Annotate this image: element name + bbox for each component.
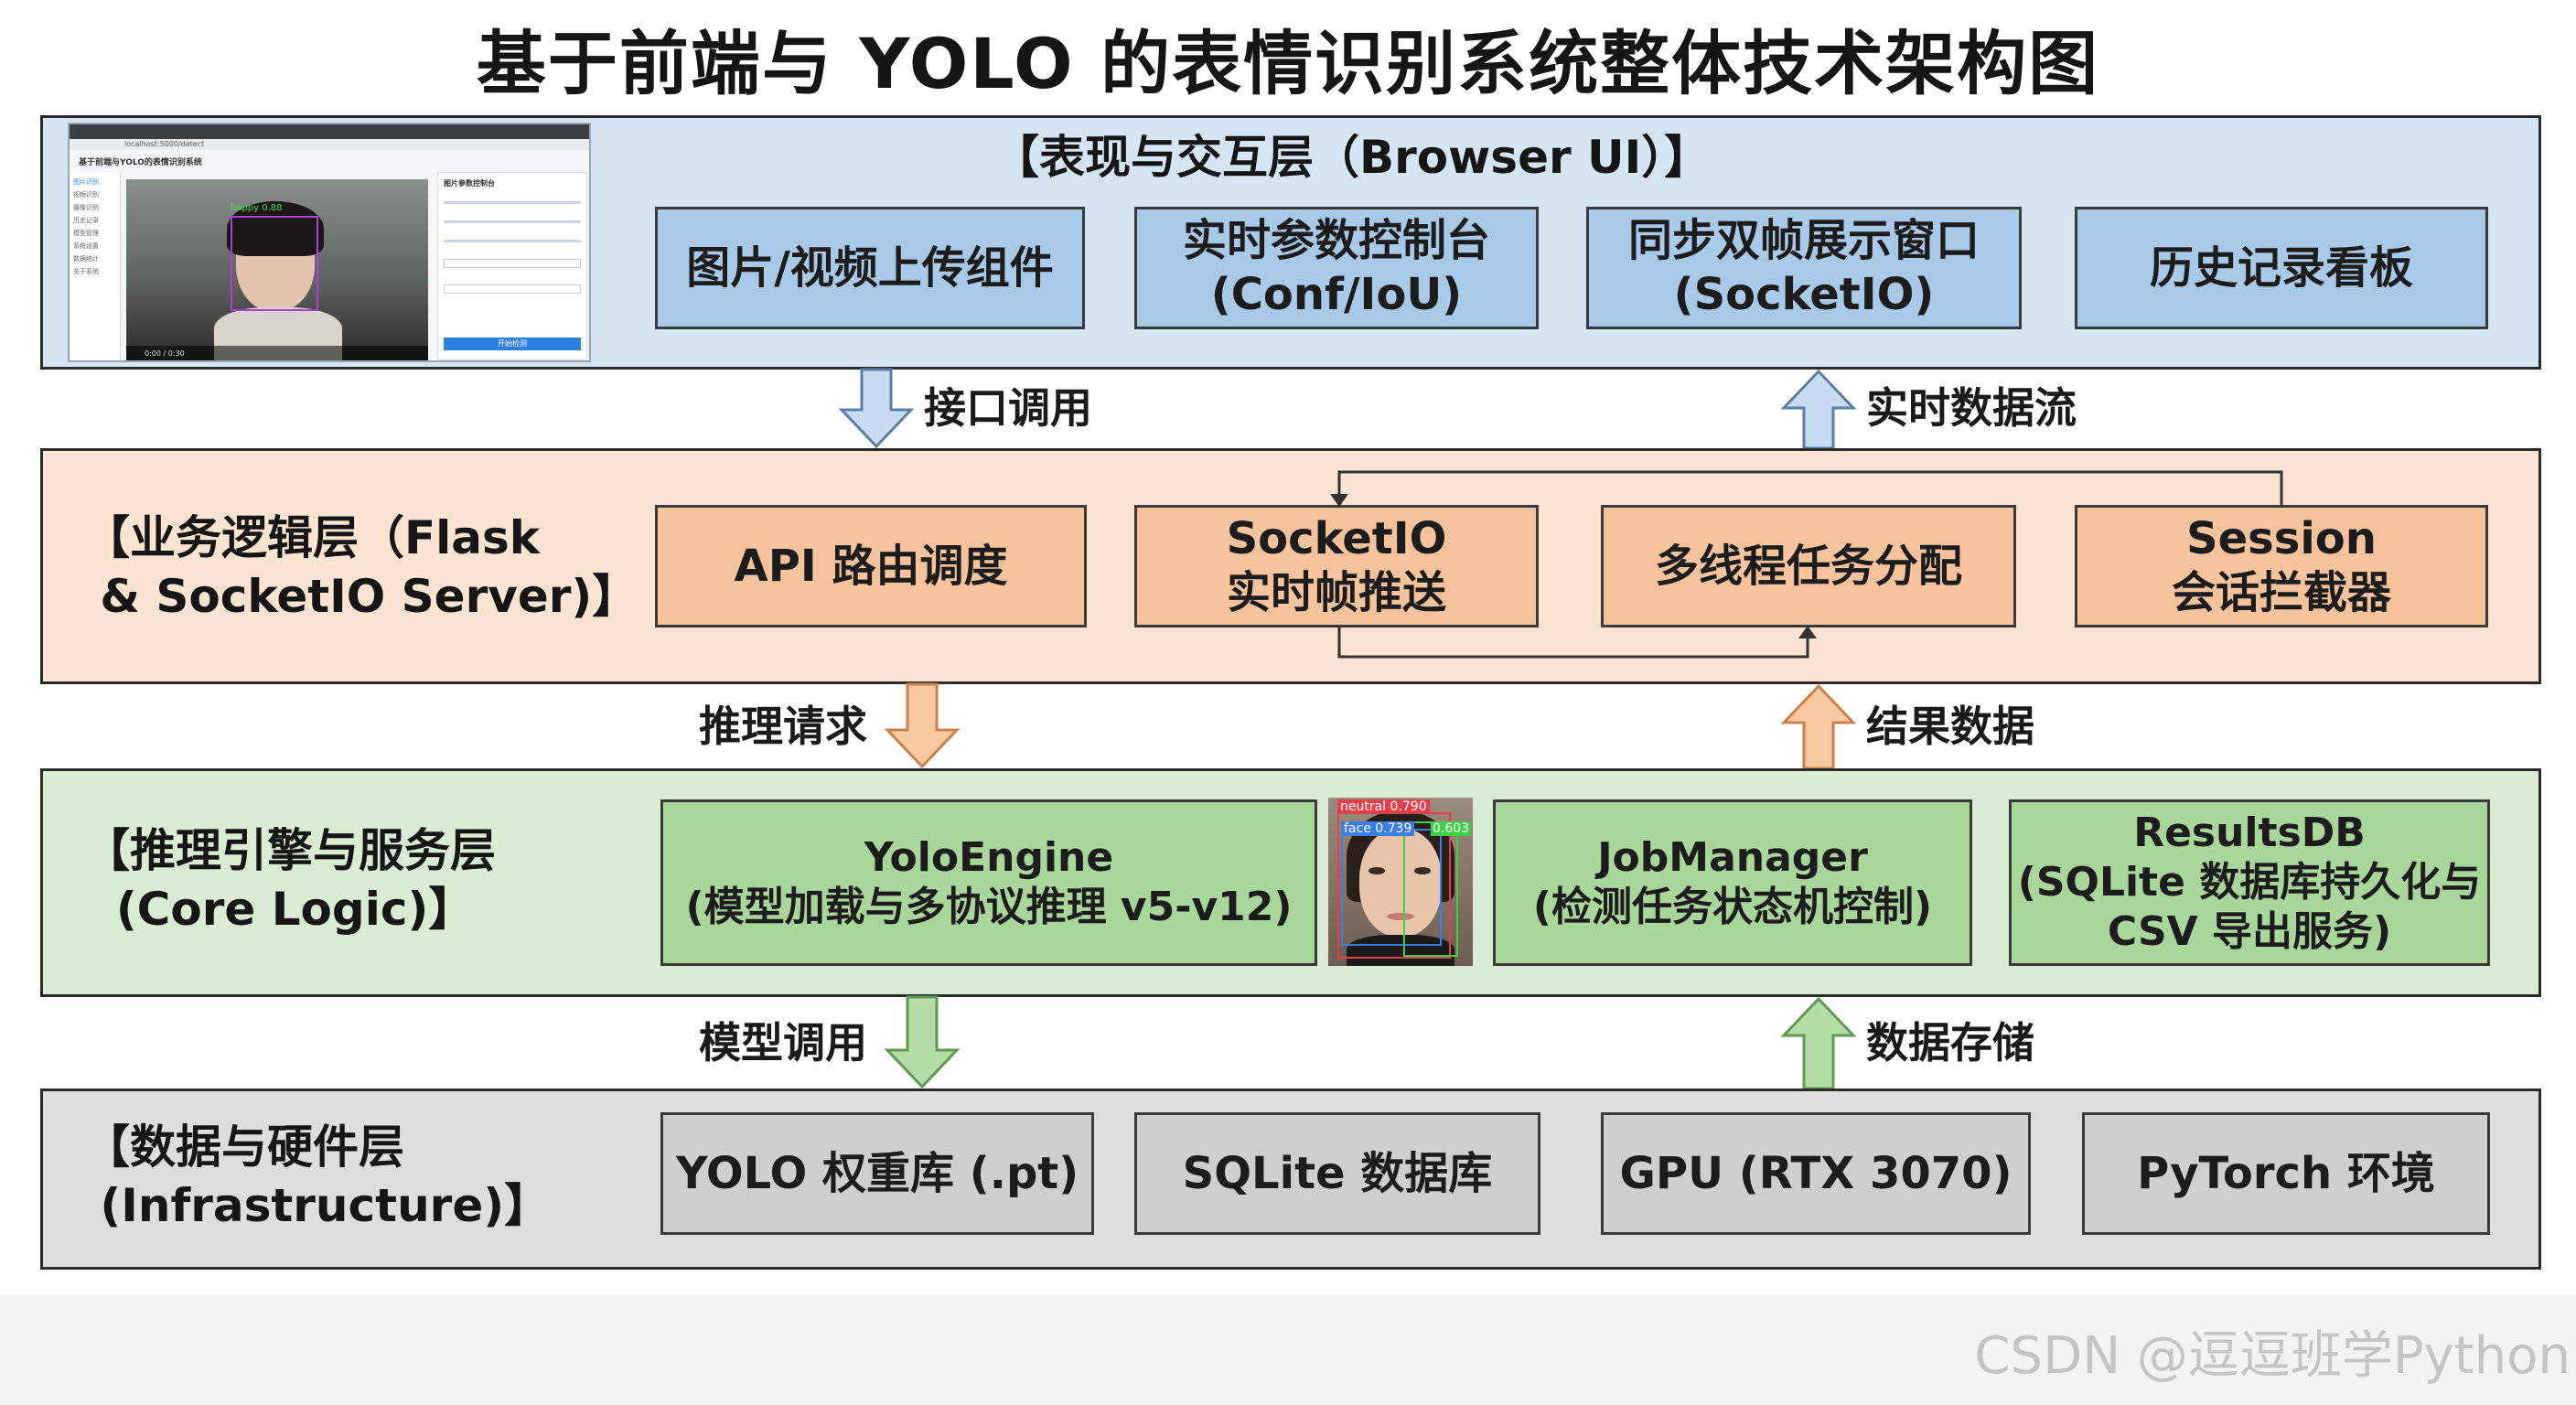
screenshot-detect-button[interactable]: 开始检测 (444, 338, 581, 350)
component-history-board: 历史记录看板 (2075, 207, 2488, 329)
arrow-down-model-call (884, 995, 961, 1089)
screenshot-panel-title: 图片参数控制台 (444, 179, 495, 188)
face-label-2: face 0.739 (1341, 821, 1415, 836)
label-interface-call: 接口调用 (924, 383, 1092, 433)
arrow-up-result-data (1780, 683, 1857, 770)
screenshot-video-time: 0:00 / 0:30 (145, 349, 185, 358)
screenshot-sidebar-item[interactable]: 关于系统 (73, 268, 99, 275)
component-multithread-dispatch: 多线程任务分配 (1601, 505, 2016, 627)
app-screenshot-thumbnail: localhost:5000/detect 基于前端与YOLO的表情识别系统 图… (68, 123, 591, 362)
layer-label-biz: 【业务逻辑层（Flask & SocketIO Server)】 (84, 511, 639, 623)
connector-socketio-to-multithread (1337, 626, 1817, 659)
screenshot-sidebar-item[interactable]: 数据统计 (73, 255, 99, 263)
watermark: CSDN @逗逗班学Python (1974, 1326, 2571, 1386)
arrow-up-realtime-stream (1780, 369, 1857, 450)
page-title: 基于前端与 YOLO 的表情识别系统整体技术架构图 (476, 23, 2100, 104)
component-results-db: ResultsDB (SQLite 数据库持久化与 CSV 导出服务) (2009, 799, 2490, 966)
screenshot-sidebar-item[interactable]: 历史记录 (73, 217, 99, 224)
label-inference-request: 推理请求 (699, 702, 867, 751)
component-dual-frame-window: 同步双帧展示窗口 (SocketIO) (1586, 207, 2022, 329)
arrow-up-data-storage (1780, 996, 1857, 1090)
arrow-down-inference-request (884, 682, 961, 769)
face-detection-sample: neutral 0.790 face 0.739 0.603 (1328, 798, 1473, 966)
layer-label-ui: 【表现与交互层（Browser UI）】 (993, 131, 1711, 184)
component-socketio-push: SocketIO 实时帧推送 (1134, 505, 1539, 627)
screenshot-control-panel: 图片参数控制台 开始检测 (437, 172, 587, 360)
screenshot-video-frame: happy 0.88 0:00 / 0:30 (126, 179, 428, 360)
face-label-3: 0.603 (1431, 821, 1472, 836)
component-sqlite-db: SQLite 数据库 (1134, 1112, 1540, 1235)
label-realtime-stream: 实时数据流 (1866, 383, 2077, 433)
face-label-1: neutral 0.790 (1337, 799, 1430, 814)
component-session-interceptor: Session 会话拦截器 (2075, 505, 2488, 627)
layer-label-infra: 【数据与硬件层 (Infrastructure)】 (84, 1121, 551, 1232)
component-param-console: 实时参数控制台 (Conf/IoU) (1134, 207, 1539, 329)
arrow-down-interface-call (838, 368, 915, 449)
component-pytorch-env: PyTorch 环境 (2082, 1112, 2490, 1235)
layer-label-inf: 【推理引擎与服务层 (Core Logic)】 (84, 824, 496, 936)
label-result-data: 结果数据 (1866, 702, 2034, 751)
component-upload: 图片/视频上传组件 (655, 207, 1085, 329)
bottom-band (0, 1295, 2576, 1405)
screenshot-sidebar-item[interactable]: 模型管理 (73, 230, 99, 237)
label-data-storage: 数据存储 (1866, 1018, 2034, 1067)
screenshot-sidebar-item[interactable]: 图片识别 (73, 178, 99, 186)
component-yolo-engine: YoloEngine (模型加载与多协议推理 v5-v12) (660, 799, 1317, 966)
screenshot-sidebar-item[interactable]: 系统设置 (73, 242, 99, 250)
screenshot-browser-bar (70, 124, 589, 139)
component-job-manager: JobManager (检测任务状态机控制) (1493, 799, 1972, 966)
screenshot-sidebar-item[interactable]: 摄像识别 (73, 204, 99, 211)
screenshot-sidebar-item[interactable]: 视频识别 (73, 191, 99, 198)
component-api-routing: API 路由调度 (655, 505, 1087, 627)
connector-session-to-socketio (1330, 470, 2283, 507)
screenshot-sidebar: 图片识别视频识别摄像识别历史记录模型管理系统设置数据统计关于系统 (70, 172, 121, 360)
label-model-call: 模型调用 (699, 1018, 867, 1067)
component-gpu: GPU (RTX 3070) (1601, 1112, 2031, 1235)
component-yolo-weights: YOLO 权重库 (.pt) (660, 1112, 1094, 1235)
screenshot-app-title: 基于前端与YOLO的表情识别系统 (79, 158, 202, 167)
screenshot-url-bar: localhost:5000/detect (70, 139, 589, 150)
screenshot-detection-label: happy 0.88 (231, 203, 283, 213)
